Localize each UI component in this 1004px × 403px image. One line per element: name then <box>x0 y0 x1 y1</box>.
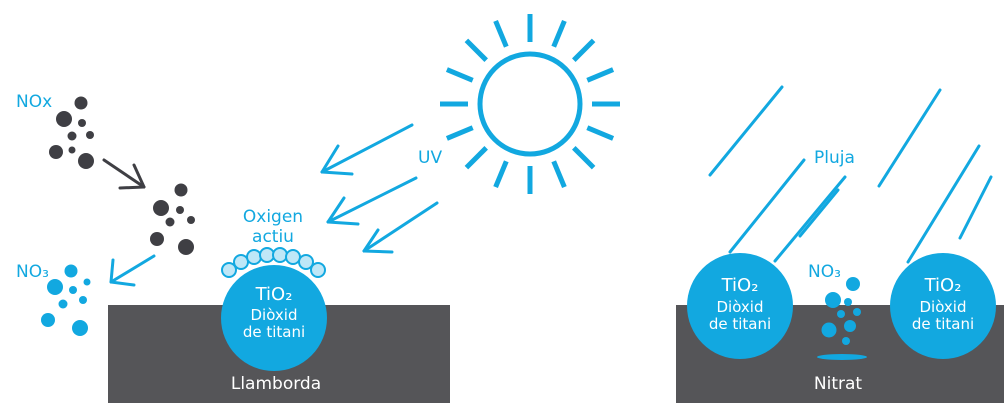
rain-line-icon <box>879 90 940 186</box>
sun-ray <box>574 40 594 60</box>
active-oxygen-label-line2: actiu <box>252 227 294 247</box>
sun-ray <box>447 128 473 139</box>
tio2-name-line2: de titani <box>709 315 771 333</box>
active-oxygen-label-line1: Oxigen <box>243 207 303 227</box>
uv-label: UV <box>418 148 442 168</box>
sun-ray <box>447 70 473 81</box>
no3-left-label: NO₃ <box>16 262 49 282</box>
sun-ray <box>574 148 594 168</box>
rain-line-icon <box>775 177 845 261</box>
sun-ray <box>554 21 565 47</box>
sun-ray <box>496 21 507 47</box>
intermediate-particles <box>150 184 195 256</box>
nitrate-label: Nitrat <box>814 374 863 394</box>
rain-line-icon <box>800 190 838 236</box>
tio2-name-line2: de titani <box>243 323 305 341</box>
rain-line-icon <box>710 87 782 175</box>
rain-label: Pluja <box>814 148 855 168</box>
tio2-name-line1: Diòxid <box>251 306 298 324</box>
process-arrow-icon <box>111 256 154 285</box>
tio2-name-line1: Diòxid <box>717 298 764 316</box>
rain-line-icon <box>960 177 991 238</box>
nox-label: NOx <box>16 92 52 112</box>
nox-particles <box>49 97 94 170</box>
sun-ray <box>496 161 507 187</box>
uv-ray-arrow-icon <box>364 203 437 252</box>
sun-ray <box>587 128 613 139</box>
rain-line-icon <box>908 146 979 262</box>
tio2-circle-right-b: TiO₂ Diòxid de titani <box>890 253 996 359</box>
sun-ray <box>587 70 613 81</box>
rain <box>710 87 991 262</box>
process-arrow-icon <box>104 160 144 188</box>
tio2-formula: TiO₂ <box>255 284 293 305</box>
nitrate-puddle <box>817 354 867 360</box>
uv-rays <box>322 125 437 252</box>
sun-ray <box>466 148 486 168</box>
tio2-circle-right-a: TiO₂ Diòxid de titani <box>687 253 793 359</box>
sun-icon <box>440 14 620 194</box>
paving-stone-label: Llamborda <box>231 374 321 394</box>
tio2-formula: TiO₂ <box>924 275 962 296</box>
tio2-name-line2: de titani <box>912 315 974 333</box>
uv-ray-arrow-icon <box>322 125 412 174</box>
tio2-name-line1: Diòxid <box>920 298 967 316</box>
sun-ray <box>466 40 486 60</box>
tio2-formula: TiO₂ <box>721 275 759 296</box>
sun-ray <box>554 161 565 187</box>
tio2-circle-left: TiO₂ Diòxid de titani <box>221 248 327 371</box>
uv-ray-arrow-icon <box>328 178 416 224</box>
no3-right-label: NO₃ <box>808 262 841 282</box>
